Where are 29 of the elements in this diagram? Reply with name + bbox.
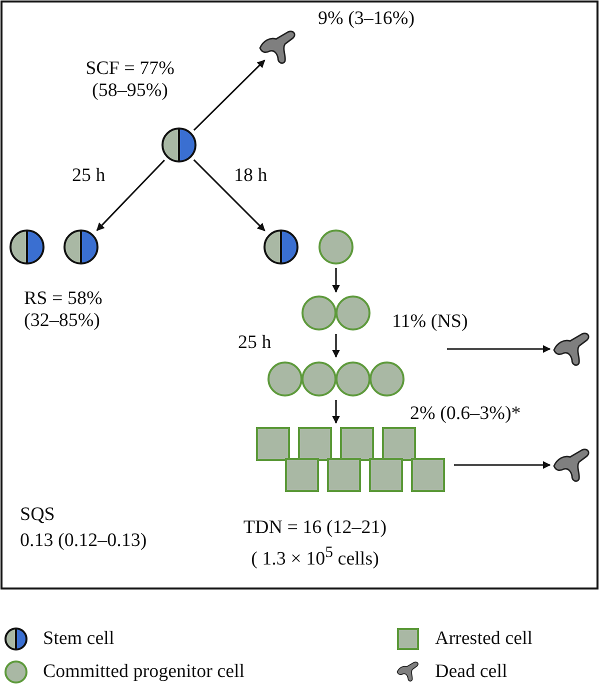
progenitor-cell-row: [266, 360, 406, 398]
stem-cell-fraction-text: SCF = 77% (58–95%): [84, 58, 176, 102]
percentage-text: RS = 58% (32–85%): [24, 288, 104, 332]
stem-and-progenitor-cells: [262, 228, 356, 266]
legend-text: Stem cell: [43, 628, 114, 650]
sqs-value: 0.13 (0.12–0.13): [20, 530, 147, 552]
arrested-cell-cluster: [255, 427, 447, 492]
arrow: [332, 334, 340, 358]
arrow: [447, 345, 551, 353]
stem-cell: [162, 128, 196, 162]
time-label: 25 h: [72, 165, 106, 187]
time-label: 18 h: [234, 165, 268, 187]
arrow: [193, 159, 266, 232]
arrow: [454, 461, 551, 469]
cell-count-text: TDN = 16 (12–21): [242, 517, 388, 539]
percentage-text: 9% (3–16%): [318, 8, 415, 30]
progenitor-cell-pair: [300, 295, 372, 331]
legend-text: Arrested cell: [435, 628, 533, 650]
time-label: 25 h: [238, 332, 272, 354]
percentage-text: 11% (NS): [392, 311, 468, 333]
legend-text: Dead cell: [435, 661, 508, 683]
arrow: [193, 60, 266, 131]
legend-text: Committed progenitor cell: [43, 661, 245, 683]
percentage-text: 2% (0.6–3%)*: [410, 403, 521, 425]
cell-count-text: ( 1.3 × 10$^{5}$ cells): [250, 544, 380, 570]
arrow: [96, 160, 166, 231]
arrow: [332, 400, 340, 424]
arrow: [332, 268, 340, 293]
sqs-label: SQS: [20, 504, 55, 526]
